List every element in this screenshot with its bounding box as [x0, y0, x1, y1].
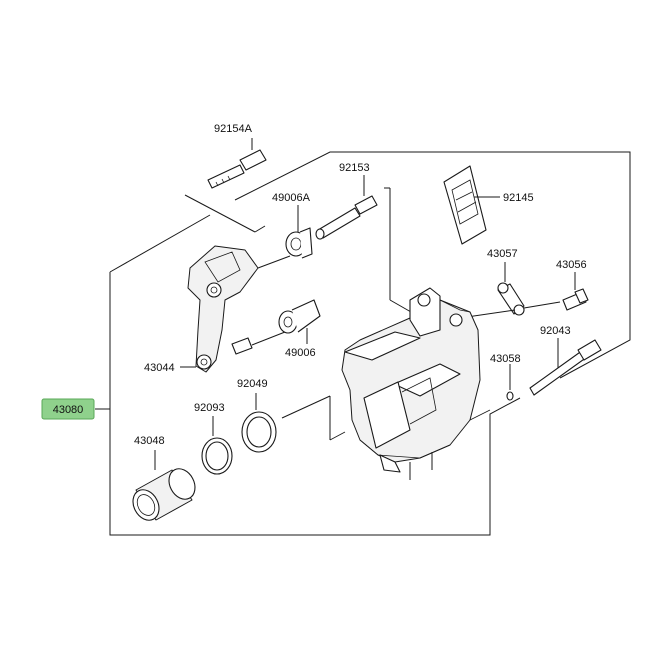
piston-43048	[132, 450, 196, 521]
boot-49006	[278, 299, 321, 344]
label-43056: 43056	[556, 259, 587, 271]
label-92093: 92093	[194, 402, 225, 414]
label-43048: 43048	[134, 435, 165, 447]
label-43057: 43057	[487, 248, 518, 260]
label-92043: 92043	[540, 325, 571, 337]
label-43044: 43044	[144, 362, 175, 374]
bolt-92154a	[184, 138, 267, 233]
assembly-highlight	[41, 398, 95, 420]
bleeder-43056	[562, 272, 589, 311]
boot-49006a	[285, 205, 313, 259]
assembly-label[interactable]: 43080	[41, 398, 95, 420]
seal-92049	[241, 393, 331, 453]
label-92153: 92153	[339, 162, 370, 174]
label-49006a: 49006A	[272, 192, 311, 204]
assembly-frame	[95, 151, 631, 536]
link-43057	[459, 262, 561, 319]
pin-92043	[529, 338, 602, 396]
pin-92153	[315, 175, 419, 317]
seal-92093	[201, 416, 233, 475]
spring-clip-92145	[443, 165, 500, 245]
label-92154a: 92154A	[214, 123, 253, 135]
caliper-body	[341, 287, 481, 480]
small-part-43058	[506, 364, 514, 401]
label-92049: 92049	[237, 378, 268, 390]
label-49006: 49006	[285, 347, 316, 359]
label-92145: 92145	[503, 192, 534, 204]
label-43080: 43080	[53, 404, 84, 416]
bracket-43044	[180, 245, 291, 373]
guide-lines	[254, 225, 491, 441]
label-43058: 43058	[490, 353, 521, 365]
